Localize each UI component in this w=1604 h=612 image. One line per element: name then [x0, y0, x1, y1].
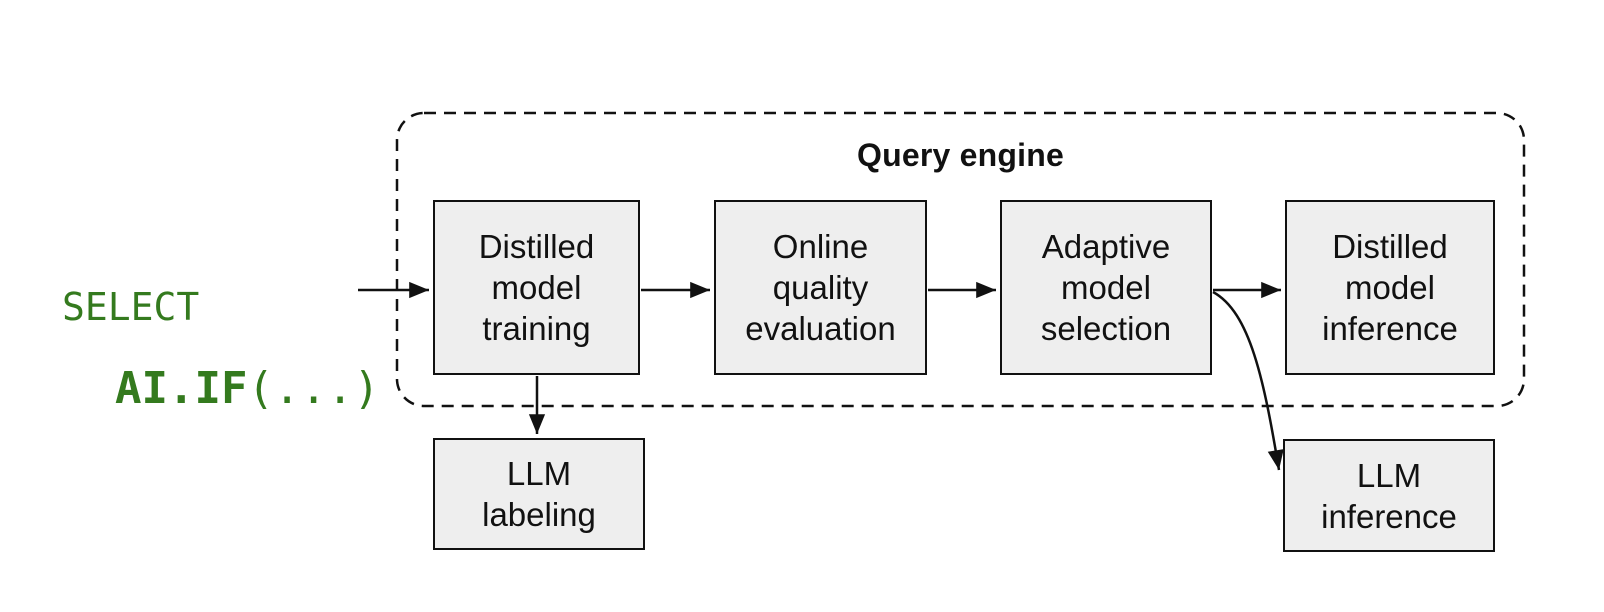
node-online-quality-evaluation: Online quality evaluation	[714, 200, 927, 375]
sql-snippet: SELECT AI.IF(...)	[62, 248, 380, 450]
node-distilled-model-training: Distilled model training	[433, 200, 640, 375]
node-adaptive-model-selection: Adaptive model selection	[1000, 200, 1212, 375]
node-distilled-model-inference: Distilled model inference	[1285, 200, 1495, 375]
query-engine-title: Query engine	[857, 137, 1064, 173]
sql-function-args: (...)	[247, 363, 380, 414]
query-engine-boundary	[395, 111, 1526, 408]
node-llm-inference: LLM inference	[1283, 439, 1495, 552]
sql-function-name: AI.IF	[114, 363, 248, 414]
sql-line-ai-if: AI.IF(...)	[62, 366, 380, 412]
edge-selection-to-llm-inference	[1212, 290, 1284, 471]
sql-line-select: SELECT	[62, 285, 200, 329]
node-llm-labeling: LLM labeling	[433, 438, 645, 550]
sql-indent	[62, 363, 115, 414]
